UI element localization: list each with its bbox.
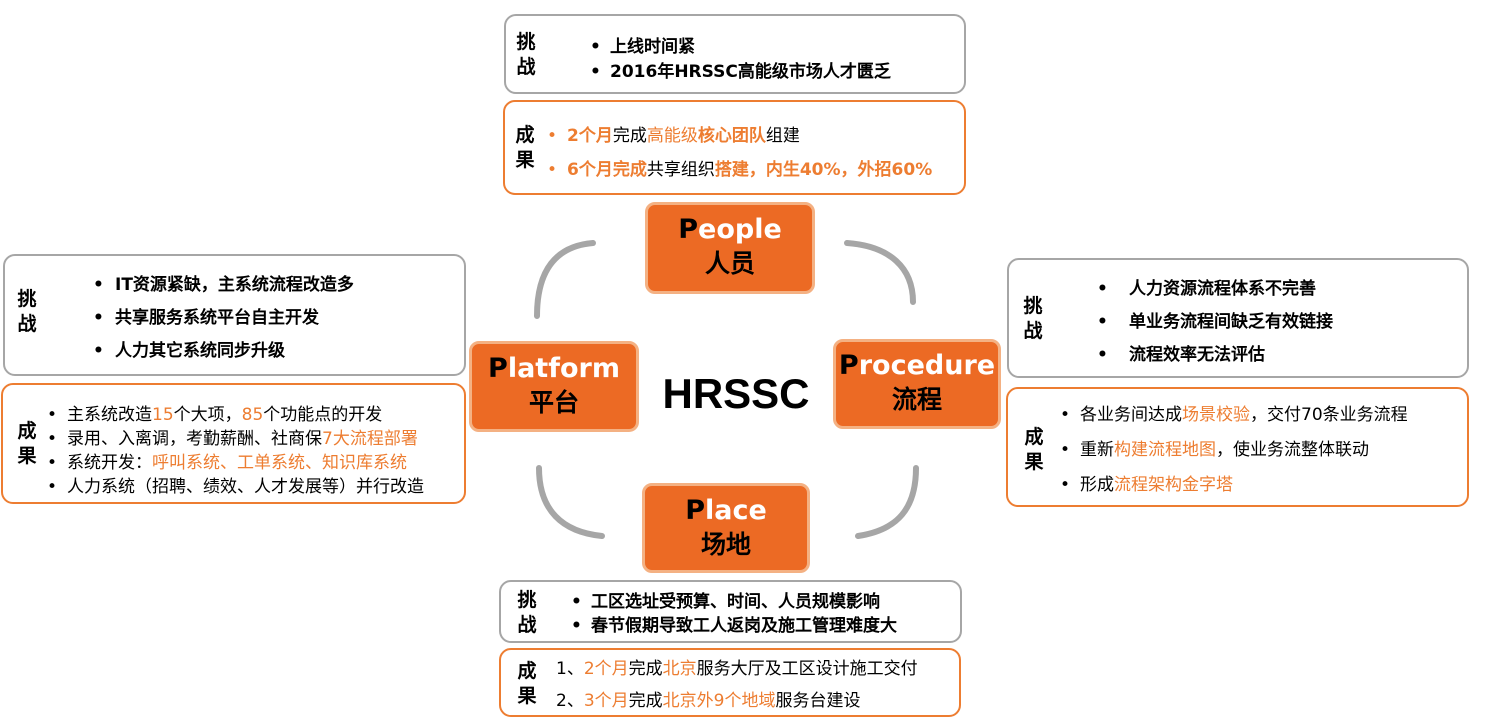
list-item: •共享服务系统平台自主开发 [89, 302, 354, 335]
list-item: •6个月完成共享组织搭建，内生40%，外招60% [545, 153, 932, 187]
challenge-tag: 挑战 [516, 31, 536, 78]
bullet-icon: • [590, 62, 601, 82]
bullet-icon: • [47, 453, 58, 473]
bullet-icon: • [47, 429, 58, 449]
procedure-challenge-box: 挑战 •人力资源流程体系不完善•单业务流程间缺乏有效链接•流程效率无法评估 [1007, 258, 1469, 378]
procedure-challenge-list: •人力资源流程体系不完善•单业务流程间缺乏有效链接•流程效率无法评估 [1093, 273, 1333, 372]
list-item: •人力资源流程体系不完善 [1093, 273, 1333, 306]
challenge-tag: 挑战 [517, 589, 537, 636]
place-challenge-box: 挑战 •工区选址受预算、时间、人员规模影响 •春节假期导致工人返岗及施工管理难度大 [499, 580, 962, 643]
bullet-icon: • [93, 275, 104, 295]
center-label: HRSSC [662, 370, 810, 417]
procedure-result-list: •各业务间达成场景校验，交付70条业务流程•重新构建流程地图，使业务流整体联动•… [1056, 398, 1408, 503]
bullet-icon: • [1060, 405, 1071, 425]
bullet-icon: • [47, 405, 58, 425]
bullet-icon: • [547, 126, 558, 146]
result-tag: 成果 [17, 420, 37, 467]
place-challenge-list: •工区选址受预算、时间、人员规模影响 •春节假期导致工人返岗及施工管理难度大 [565, 590, 897, 638]
bullet-icon: • [1060, 440, 1071, 460]
result-tag: 成果 [517, 660, 537, 707]
list-item: •人力系统（招聘、绩效、人才发展等）并行改造 [47, 477, 424, 497]
list-item: •人力其它系统同步升级 [89, 335, 354, 368]
challenge-tag: 挑战 [17, 288, 37, 335]
list-item: •2个月完成高能级核心团队组建 [545, 119, 932, 153]
bullet-icon: • [93, 308, 104, 328]
bullet-icon: • [1097, 279, 1108, 299]
list-item: •春节假期导致工人返岗及施工管理难度大 [571, 616, 897, 636]
arc-top-left [534, 240, 596, 319]
list-item: •流程效率无法评估 [1093, 339, 1333, 372]
bullet-icon: • [547, 160, 558, 180]
list-item: •IT资源紧缺，主系统流程改造多 [89, 269, 354, 302]
list-item: •录用、入离调，考勤薪酬、社商保7大流程部署 [47, 429, 418, 449]
people-challenge-box: 挑战 •上线时间紧•2016年HRSSC高能级市场人才匮乏 [504, 14, 966, 94]
bullet-icon: • [47, 477, 58, 497]
arc-bottom-right [855, 465, 919, 539]
result-tag: 成果 [515, 124, 535, 171]
place-result-list: 1、2个月完成北京服务大厅及工区设计施工交付 2、3个月完成北京外9个地域服务台建… [556, 653, 918, 717]
procedure-pillar: Procedure 流程 [833, 339, 1001, 429]
place-result-box: 成果 1、2个月完成北京服务大厅及工区设计施工交付 2、3个月完成北京外9个地域服… [499, 648, 961, 717]
bullet-icon: • [1097, 312, 1108, 332]
list-item: 1、2个月完成北京服务大厅及工区设计施工交付 [556, 659, 918, 679]
bullet-icon: • [571, 616, 582, 636]
challenge-tag: 挑战 [1023, 295, 1043, 342]
procedure-result-box: 成果 •各业务间达成场景校验，交付70条业务流程•重新构建流程地图，使业务流整体… [1006, 387, 1469, 507]
list-item: •工区选址受预算、时间、人员规模影响 [571, 592, 880, 612]
platform-challenge-list: •IT资源紧缺，主系统流程改造多•共享服务系统平台自主开发•人力其它系统同步升级 [89, 269, 354, 368]
list-item: •单业务流程间缺乏有效链接 [1093, 306, 1333, 339]
place-pillar: Place 场地 [642, 483, 810, 573]
people-result-list: •2个月完成高能级核心团队组建•6个月完成共享组织搭建，内生40%，外招60% [545, 119, 932, 187]
platform-result-box: 成果 •主系统改造15个大项，85个功能点的开发 •录用、入离调，考勤薪酬、社商保… [1, 383, 466, 504]
people-challenge-list: •上线时间紧•2016年HRSSC高能级市场人才匮乏 [584, 35, 891, 85]
list-item: •各业务间达成场景校验，交付70条业务流程 [1056, 398, 1408, 433]
list-item: •上线时间紧 [584, 35, 891, 60]
list-item: •重新构建流程地图，使业务流整体联动 [1056, 433, 1408, 468]
platform-pillar: Platform 平台 [469, 341, 639, 432]
bullet-icon: • [590, 37, 601, 57]
people-pillar: People 人员 [645, 202, 815, 294]
people-result-box: 成果 •2个月完成高能级核心团队组建•6个月完成共享组织搭建，内生40%，外招6… [503, 100, 966, 195]
bullet-icon: • [1060, 475, 1071, 495]
bullet-icon: • [93, 341, 104, 361]
bullet-icon: • [571, 592, 582, 612]
result-tag: 成果 [1024, 426, 1044, 473]
list-item: 2、3个月完成北京外9个地域服务台建设 [556, 691, 861, 711]
list-item: •主系统改造15个大项，85个功能点的开发 [47, 405, 383, 425]
list-item: •形成流程架构金字塔 [1056, 468, 1408, 503]
arc-top-right [844, 240, 916, 305]
arc-bottom-left [536, 465, 605, 539]
list-item: •2016年HRSSC高能级市场人才匮乏 [584, 60, 891, 85]
bullet-icon: • [1097, 345, 1108, 365]
platform-result-list: •主系统改造15个大项，85个功能点的开发 •录用、入离调，考勤薪酬、社商保7大流… [43, 403, 424, 499]
platform-challenge-box: 挑战 •IT资源紧缺，主系统流程改造多•共享服务系统平台自主开发•人力其它系统同… [3, 254, 466, 376]
list-item: •系统开发：呼叫系统、工单系统、知识库系统 [47, 453, 407, 473]
